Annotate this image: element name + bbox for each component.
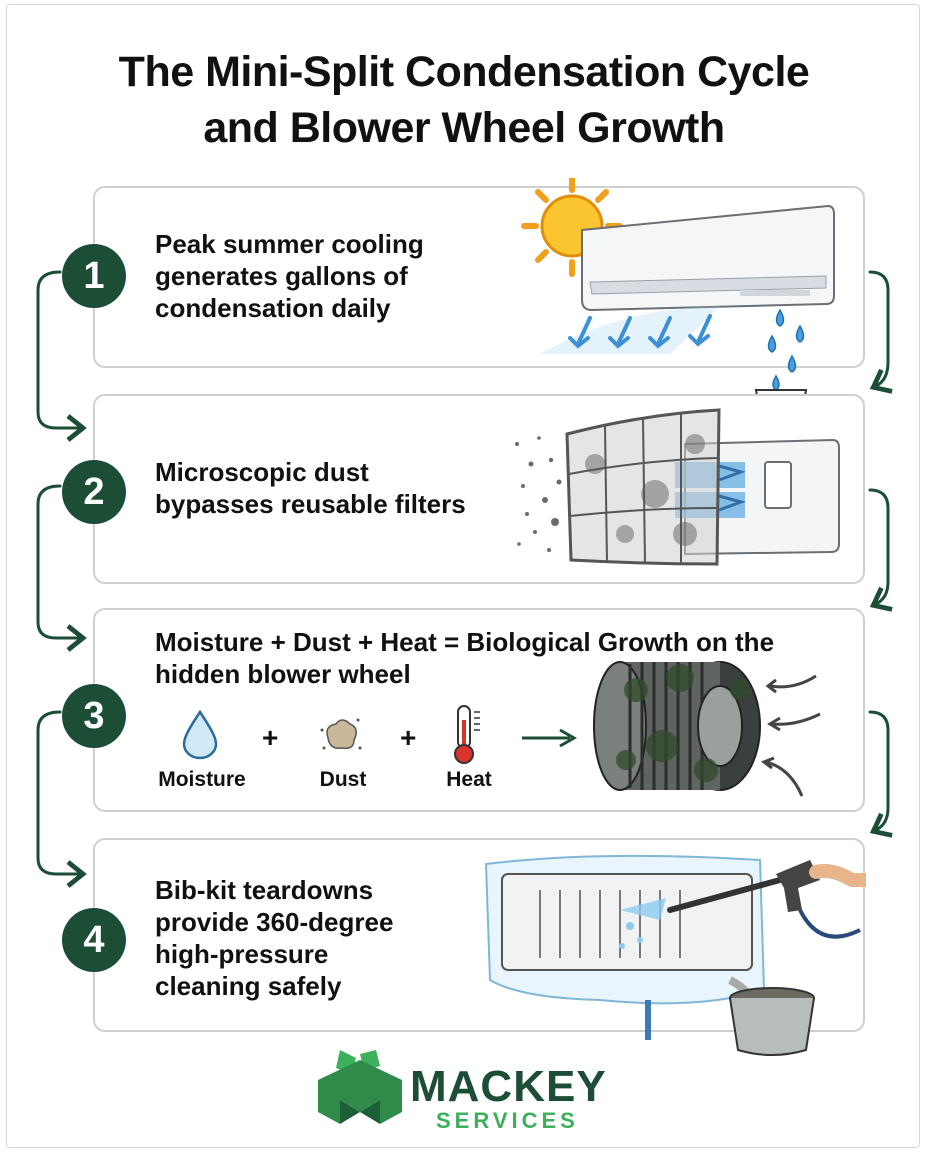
right-arrow-2 bbox=[868, 488, 893, 612]
label-dust: Dust bbox=[319, 768, 367, 791]
step-number-badge-4: 4 bbox=[62, 908, 126, 972]
step-text-1: Peak summer cooling generates gallons of… bbox=[155, 229, 424, 323]
step-number-badge-3: 3 bbox=[62, 684, 126, 748]
blower-wheel-icon bbox=[593, 661, 821, 797]
step-number-badge-2: 2 bbox=[62, 460, 126, 524]
left-arrow-3 bbox=[36, 710, 87, 888]
page-title: The Mini-Split Condensation Cycle and Bl… bbox=[0, 44, 928, 156]
filter-icon bbox=[565, 408, 721, 566]
title-line-1: The Mini-Split Condensation Cycle bbox=[118, 48, 810, 96]
plus-sign-1: + bbox=[262, 722, 279, 753]
water-drop-icon bbox=[182, 709, 218, 760]
page-frame bbox=[6, 4, 920, 1148]
label-heat: Heat bbox=[446, 768, 492, 791]
left-arrow-1 bbox=[36, 270, 87, 442]
right-arrow-1 bbox=[868, 270, 893, 394]
result-arrow-icon bbox=[522, 728, 578, 748]
step-text-4: Bib-kit teardowns provide 360-degree hig… bbox=[155, 875, 394, 1001]
plus-sign-2: + bbox=[400, 722, 417, 753]
brand-name: MACKEY bbox=[410, 1062, 607, 1111]
filter-illustration bbox=[515, 408, 840, 566]
label-moisture: Moisture bbox=[158, 768, 246, 791]
step-text-2: Microscopic dust bypasses reusable filte… bbox=[155, 457, 466, 519]
mini-split-unit-icon bbox=[581, 204, 835, 312]
water-drop-icon bbox=[767, 308, 805, 391]
mackey-logo-icon bbox=[318, 1050, 402, 1124]
step-number-badge-1: 1 bbox=[62, 244, 126, 308]
step-text-3: Moisture + Dust + Heat = Biological Grow… bbox=[155, 627, 775, 689]
thermometer-icon bbox=[454, 705, 480, 764]
brand-subtitle: SERVICES bbox=[436, 1108, 579, 1133]
dust-clump-icon bbox=[320, 718, 362, 750]
bucket-icon bbox=[729, 987, 815, 1056]
pressure-washer-icon bbox=[667, 860, 866, 939]
bib-kit-cleaning-illustration bbox=[484, 854, 866, 1056]
right-arrow-3 bbox=[868, 710, 893, 838]
dust-particles bbox=[515, 436, 562, 552]
left-arrow-2 bbox=[36, 484, 87, 652]
title-line-2: and Blower Wheel Growth bbox=[203, 104, 725, 152]
